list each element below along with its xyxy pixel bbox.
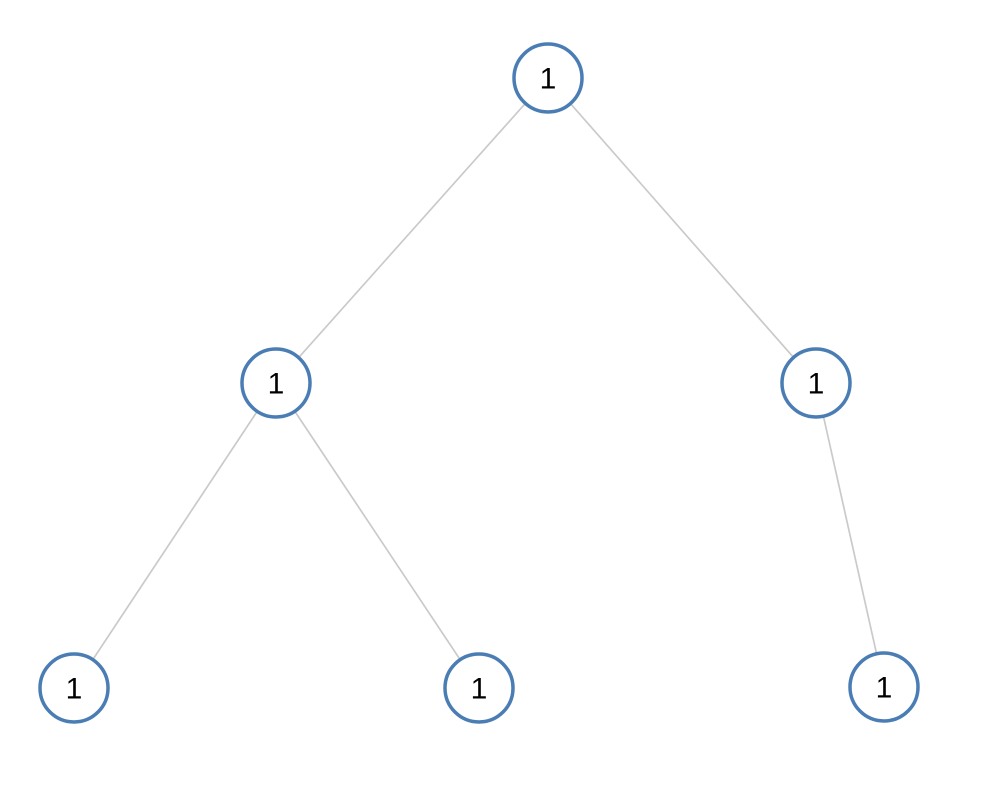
tree-edge-right-right-right	[815, 382, 885, 688]
tree-edge-left-left-right	[275, 382, 480, 689]
tree-node-right: 1	[780, 347, 852, 419]
node-label: 1	[876, 672, 893, 705]
node-label: 1	[268, 368, 285, 401]
tree-edge-root-right	[547, 77, 817, 384]
tree-node-left: 1	[240, 347, 312, 419]
tree-node-root: 1	[512, 42, 584, 114]
node-circle	[443, 652, 515, 724]
node-circle	[848, 651, 920, 723]
node-circle	[512, 42, 584, 114]
tree-edge-root-left	[275, 77, 549, 384]
tree-node-left-left: 1	[38, 652, 110, 724]
node-label: 1	[540, 63, 557, 96]
node-label: 1	[66, 673, 83, 706]
tree-edge-left-left-left	[73, 382, 277, 689]
node-label: 1	[808, 368, 825, 401]
tree-node-right-right: 1	[848, 651, 920, 723]
node-circle	[240, 347, 312, 419]
node-label: 1	[471, 673, 488, 706]
tree-node-left-right: 1	[443, 652, 515, 724]
node-circle	[780, 347, 852, 419]
node-circle	[38, 652, 110, 724]
